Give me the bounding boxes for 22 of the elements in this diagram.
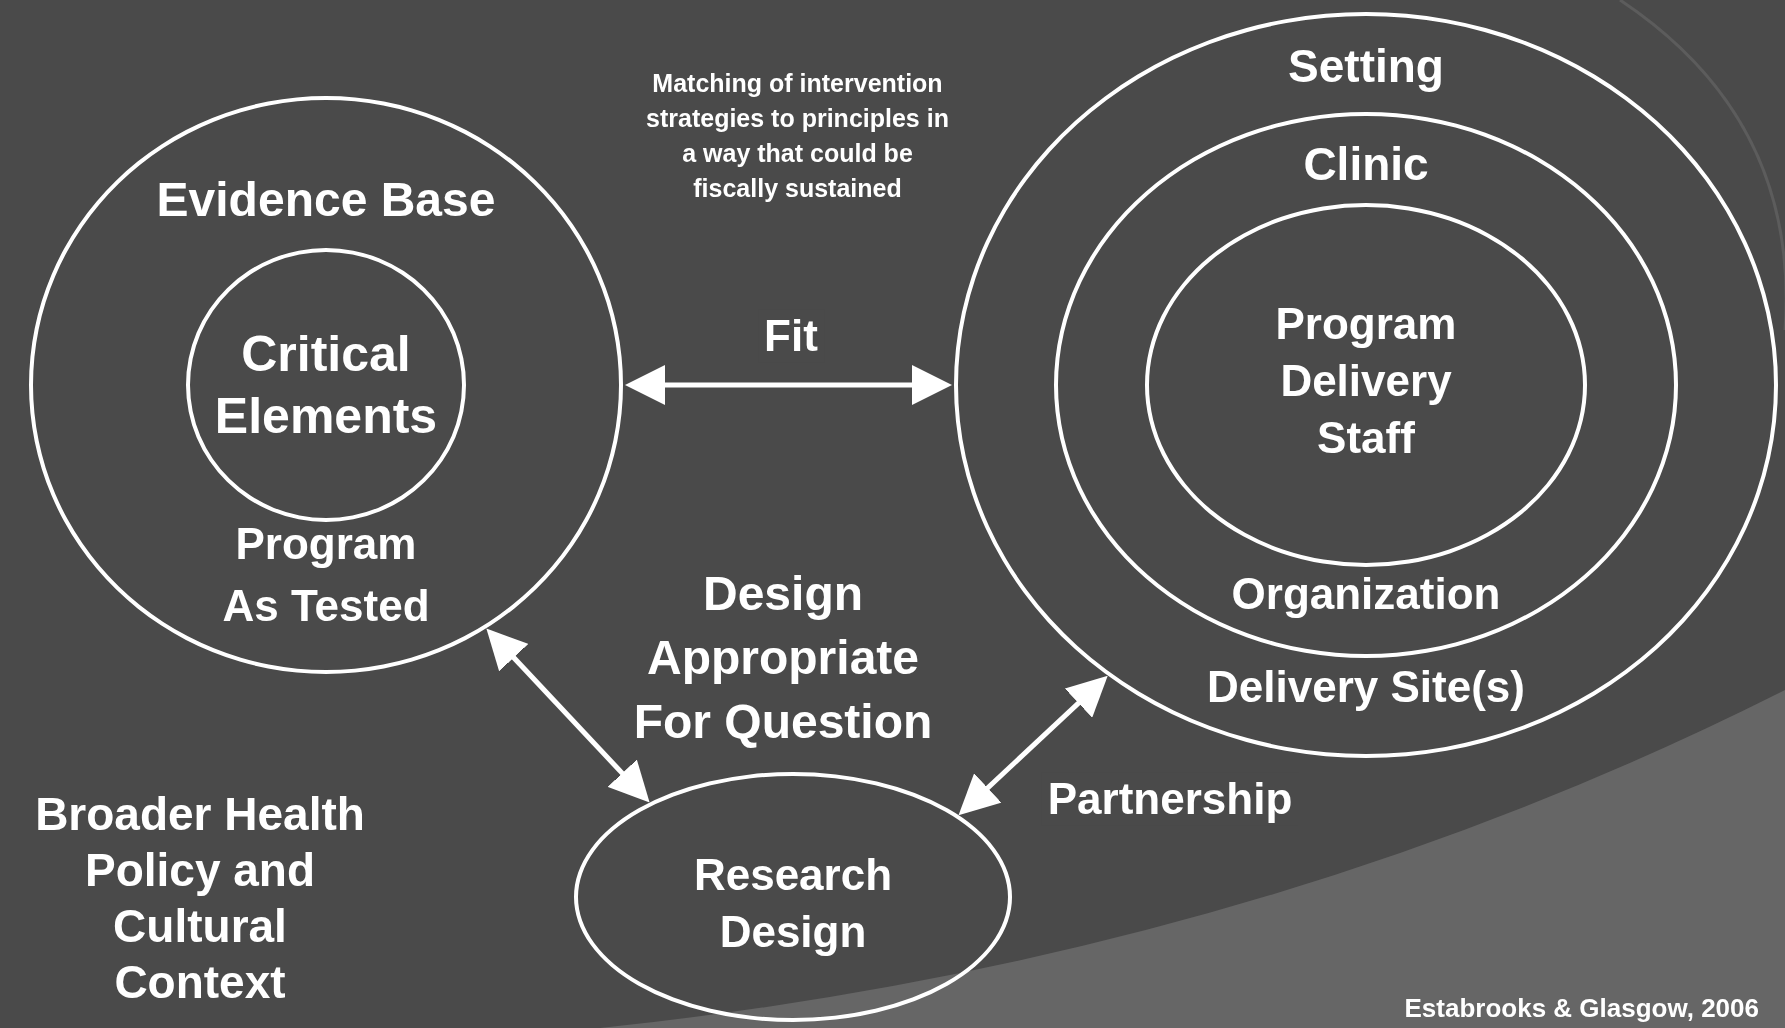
node-label: Organization	[1230, 568, 1502, 620]
double-arrow	[486, 628, 650, 803]
citation-text: Estabrooks & Glasgow, 2006	[1404, 992, 1759, 1024]
outer-circle	[29, 96, 623, 674]
double-arrow	[958, 675, 1108, 816]
node-label: Program Delivery Staff	[1274, 298, 1458, 464]
node-label: Clinic	[1302, 137, 1430, 192]
middle-ellipse	[1054, 112, 1678, 658]
node-label: Evidence Base	[155, 172, 497, 228]
inner-circle	[186, 248, 466, 522]
node-label: Research Design	[692, 849, 894, 958]
center-text: Design Appropriate For Question	[632, 566, 934, 750]
node-label: Program As Tested	[221, 518, 431, 632]
annotation-text: Matching of intervention strategies to principles in a way that could be fiscally sustained	[645, 68, 950, 204]
node-label: Setting	[1287, 39, 1445, 94]
ellipse	[574, 772, 1012, 1022]
inner-ellipse	[1145, 203, 1587, 567]
double-arrow	[625, 365, 952, 405]
node-label: Delivery Site(s)	[1206, 661, 1526, 713]
outer-ellipse	[954, 12, 1778, 758]
context-text: Broader Health Policy and Cultural Context	[34, 787, 366, 1010]
node-label: Critical Elements	[213, 325, 439, 446]
